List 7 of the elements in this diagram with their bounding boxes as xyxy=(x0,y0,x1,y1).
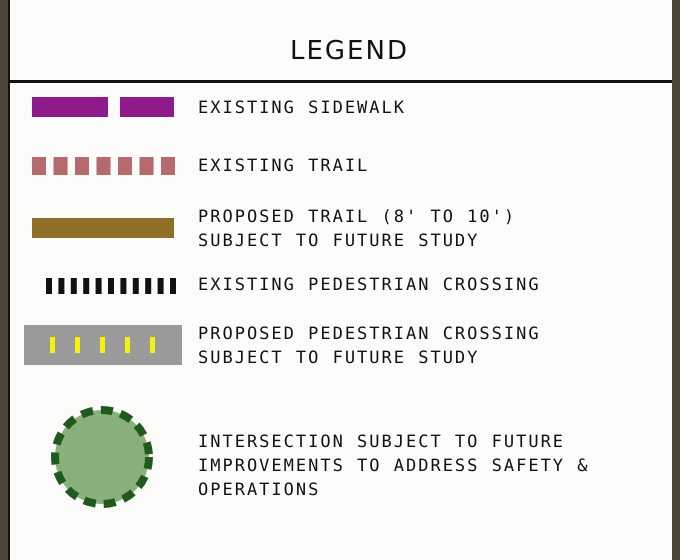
legend-label: EXISTING PEDESTRIAN CROSSING xyxy=(198,274,542,297)
legend-label: EXISTING TRAIL xyxy=(198,155,370,178)
legend-label: PROPOSED PEDESTRIAN CROSSING SUBJECT TO FUTURE STUDY xyxy=(198,323,542,370)
legend-title: LEGEND xyxy=(290,36,409,66)
legend-label: EXISTING SIDEWALK xyxy=(198,97,407,120)
legend-label: PROPOSED TRAIL (8' TO 10') SUBJECT TO FUTURE STUDY xyxy=(198,206,518,253)
legend-label: INTERSECTION SUBJECT TO FUTURE IMPROVEMENTS TO ADDRESS SAFETY & OPERATIONS xyxy=(198,431,591,502)
